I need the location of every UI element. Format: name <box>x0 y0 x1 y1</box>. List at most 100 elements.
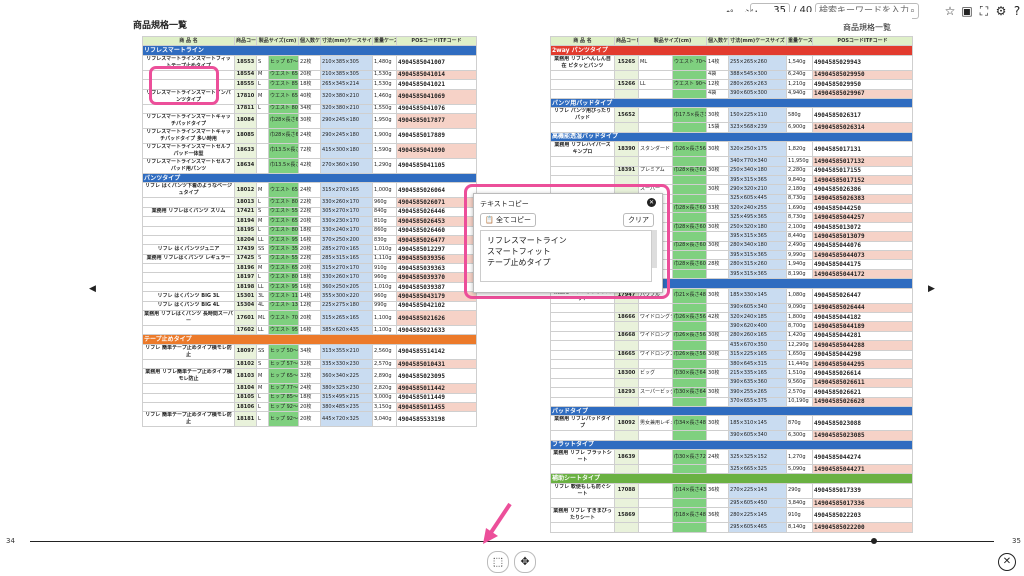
product-name-cell: 業務用 リフレ フラットシート <box>550 449 615 466</box>
product-code-cell: 17421 <box>234 206 257 218</box>
dimension-cell: 390×620×400 <box>728 321 788 332</box>
product-name-cell: リフレスマートラインスマートキャッチパッドタイプ 多い時用 <box>142 127 235 144</box>
pos-code-cell: 14904585029950 <box>812 69 914 81</box>
count-cell <box>706 340 730 351</box>
product-name-cell: 業務用 リフレ すきまぴったりシート <box>550 507 615 524</box>
copied-text-area[interactable]: リフレスマートライン スマートフィット テープ止めタイプ <box>480 230 652 282</box>
size-range-cell <box>671 358 708 370</box>
count-cell: 30枚 <box>706 240 730 252</box>
weight-cell: 5,090g <box>786 464 814 475</box>
size-range-cell: ヒップ 85〜120 <box>267 392 300 404</box>
size-range-cell <box>671 156 708 167</box>
product-name-cell: リフレ 簡単テープ止めタイプ横モレ防止 <box>142 343 235 360</box>
size-range-cell: ヒップ 50〜85 <box>267 343 300 360</box>
text-select-tool-button[interactable]: ⬚ <box>487 551 509 573</box>
product-name-cell <box>550 340 615 351</box>
page-total: / 40 <box>793 5 813 16</box>
product-name-cell <box>550 69 615 81</box>
size-cell: L <box>256 392 269 404</box>
table-row: 18666ワイドロングライト巾26×長さ5642枚320×240×1851,80… <box>550 311 914 323</box>
scrollbar[interactable] <box>652 230 657 268</box>
next-page-arrow[interactable]: ▶ <box>928 284 935 294</box>
pos-code-cell: 4904585021626 <box>396 310 478 327</box>
size-cell: ML <box>256 310 269 327</box>
product-code-cell: 18668 <box>614 330 639 342</box>
product-code-cell: 17811 <box>234 103 257 114</box>
close-icon[interactable]: ✕ <box>647 198 656 207</box>
product-code-cell: 18204 <box>234 234 257 246</box>
dimension-cell: 270×360×190 <box>320 157 374 174</box>
size-range-cell <box>671 340 708 351</box>
weight-cell: 810g <box>372 216 398 227</box>
dimension-cell: 355×300×220 <box>320 291 374 302</box>
weight-cell: 3,840g <box>786 497 814 509</box>
count-cell: 33枚 <box>706 203 730 214</box>
weight-cell: 1,950g <box>372 112 398 129</box>
product-code-cell <box>614 156 639 167</box>
star-icon[interactable]: ☆ <box>944 4 956 18</box>
text-copy-popup: テキストコピー ✕ 📋 全てコピー クリア リフレスマートライン スマートフィッ… <box>473 193 663 293</box>
weight-cell: 8,730g <box>786 193 814 205</box>
pan-tool-button[interactable]: ✥ <box>514 551 536 573</box>
dimension-cell: 270×225×143 <box>728 482 788 499</box>
clear-button[interactable]: クリア <box>623 213 654 227</box>
pos-code-cell: 4904585044274 <box>812 449 914 466</box>
size-range-cell <box>671 377 708 389</box>
size-range-cell: 巾26×長さ56 <box>671 141 708 158</box>
section-title: フラットタイプ <box>549 439 914 451</box>
weight-cell: 1,080g <box>786 287 814 304</box>
copied-text-line: リフレスマートライン <box>487 236 567 245</box>
page-slider-track[interactable] <box>30 541 994 542</box>
pos-code-cell: 4904585017155 <box>812 165 914 176</box>
size-range-cell <box>671 69 708 81</box>
product-code-cell <box>614 302 639 314</box>
weight-cell: 9,560g <box>786 377 814 389</box>
size-cell: M <box>256 69 269 81</box>
prev-page-arrow[interactable]: ◀ <box>89 284 96 294</box>
close-viewer-button[interactable]: ✕ <box>998 553 1016 571</box>
gear-icon[interactable]: ⚙ <box>995 4 1007 18</box>
size-cell: LL <box>256 234 269 246</box>
dimension-cell: 325×495×365 <box>728 212 788 223</box>
count-cell: 30枚 <box>706 141 730 158</box>
product-name-cell <box>550 358 615 370</box>
count-cell: 20枚 <box>298 216 322 227</box>
section-title: 高機能透湿パッドタイプ <box>549 131 914 143</box>
pos-code-cell: 4904585017131 <box>812 141 914 158</box>
weight-cell: 12,290g <box>786 340 814 351</box>
dimension-cell: 315×225×165 <box>728 349 788 360</box>
pos-code-cell: 4904585026614 <box>812 368 914 379</box>
size-range-cell <box>671 522 708 533</box>
product-code-cell: 18084 <box>234 112 257 129</box>
weight-cell: 870g <box>786 415 814 432</box>
size-range-cell: ウエスト 65〜90 <box>267 88 300 105</box>
column-header: 商 品 名 <box>142 35 235 47</box>
size-range-cell: 巾17.5×長さ36 <box>671 107 708 124</box>
size-range-cell <box>671 88 708 99</box>
fullscreen-icon[interactable]: ⛶ <box>979 4 989 18</box>
copy-all-button[interactable]: 📋 全てコピー <box>480 213 536 227</box>
section-header-row: リフレスマートライン <box>141 45 478 56</box>
product-code-cell: 15869 <box>614 507 639 524</box>
product-name-cell: 業務用 リフレはくパンツ スリム <box>142 206 235 218</box>
dimension-cell: 390×255×265 <box>728 387 788 398</box>
pos-code-cell: 14904585022200 <box>812 522 914 533</box>
page-slider-knob[interactable] <box>871 538 877 544</box>
weight-cell: 1,100g <box>372 325 398 336</box>
dimension-cell: 395×315×365 <box>728 174 788 186</box>
size-range-cell: 巾28×長さ60.5 <box>671 240 708 252</box>
size-cell: M <box>256 88 269 105</box>
dimension-cell: 280×225×145 <box>728 507 788 524</box>
slider-max-label: 35 <box>1012 537 1021 545</box>
dimension-cell: 360×250×205 <box>320 281 374 293</box>
size-cell: M <box>256 383 269 394</box>
help-icon[interactable]: ? <box>1013 4 1021 18</box>
print-icon[interactable]: ▣ <box>961 4 973 18</box>
search-icon[interactable]: ⌕ <box>909 6 915 16</box>
count-cell <box>706 497 730 509</box>
count-cell: 30枚 <box>706 349 730 360</box>
